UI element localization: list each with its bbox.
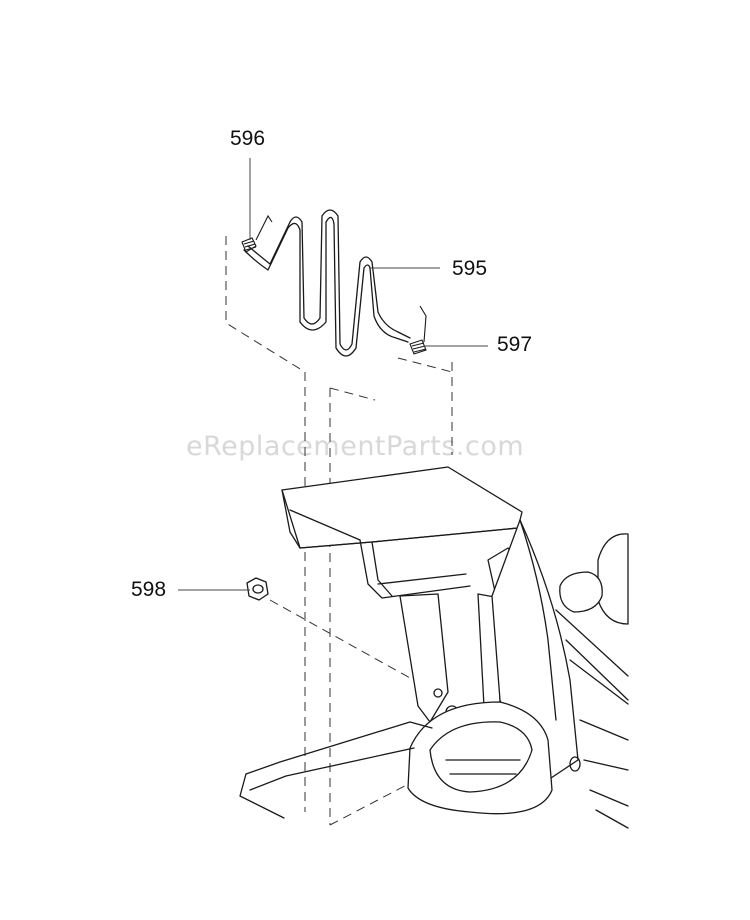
callout-597: 597: [497, 333, 532, 356]
callout-598: 598: [131, 578, 166, 601]
leader-lines: [178, 158, 488, 591]
assembly-guide-lines: [225, 236, 453, 826]
watermark-text: eReplacementParts.com: [186, 431, 524, 462]
control-rod: [239, 721, 433, 819]
wire-rod-part-595: [243, 209, 411, 357]
callout-596: 596: [230, 127, 265, 150]
chute-deflector: [281, 466, 581, 815]
machine-housing: [555, 533, 629, 829]
nut-part-598: [246, 577, 269, 601]
spring-clip-part-597: [409, 305, 427, 355]
spring-clip-part-596: [241, 214, 273, 253]
callout-595: 595: [452, 257, 487, 280]
